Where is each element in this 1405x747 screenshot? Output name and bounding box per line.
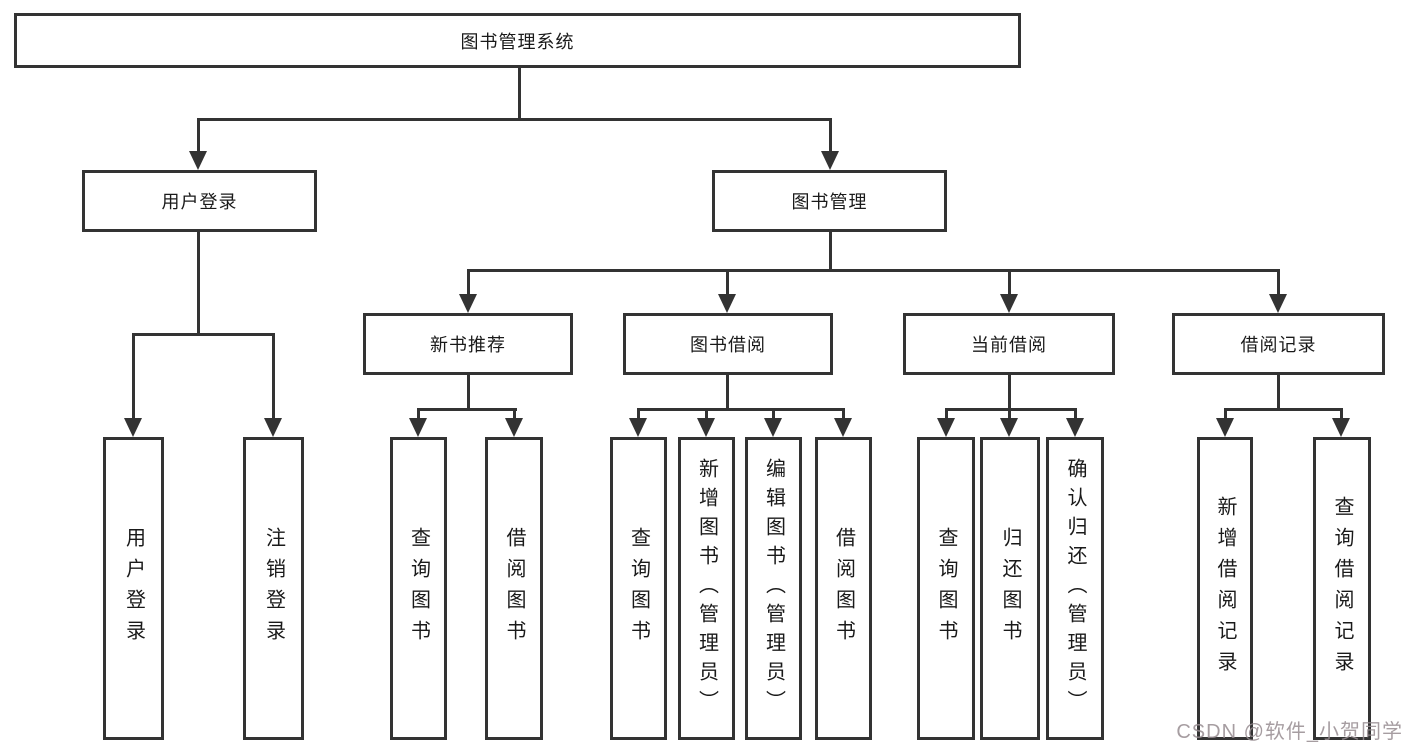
node-logout: 注销登录 <box>243 437 304 740</box>
arrowhead-icon <box>1269 294 1287 313</box>
connector <box>197 120 200 153</box>
arrowhead-icon <box>937 418 955 437</box>
connector <box>513 410 516 419</box>
connector <box>272 335 275 418</box>
connector <box>945 410 948 419</box>
connector <box>1340 410 1343 419</box>
connector <box>518 67 521 120</box>
node-label: 新增借阅记录 <box>1214 495 1236 682</box>
connector <box>945 408 1077 411</box>
arrowhead-icon <box>718 294 736 313</box>
arrowhead-icon <box>1000 294 1018 313</box>
node-label: 借阅图书 <box>832 526 855 651</box>
connector <box>1008 374 1011 410</box>
connector <box>1008 410 1011 419</box>
connector <box>197 118 832 121</box>
connector <box>1277 271 1280 295</box>
connector <box>417 408 517 411</box>
connector <box>1224 410 1227 419</box>
node-current-borrowing: 当前借阅 <box>903 313 1115 375</box>
connector <box>467 271 470 295</box>
node-book-borrowing: 图书借阅 <box>623 313 833 375</box>
node-edit-books-admin: 编辑图书（管理员） <box>745 437 802 740</box>
connector <box>772 410 775 419</box>
node-label: 注销登录 <box>262 526 285 651</box>
connector <box>705 410 708 419</box>
connector <box>637 408 845 411</box>
node-book-management-system: 图书管理系统 <box>14 13 1021 68</box>
node-new-book-recommendation: 新书推荐 <box>363 313 573 375</box>
arrowhead-icon <box>1066 418 1084 437</box>
csdn-watermark: CSDN @软件_小贺同学 <box>1176 721 1403 743</box>
node-label: 用户登录 <box>161 192 238 212</box>
node-label: 当前借阅 <box>971 335 1047 355</box>
node-label: 借阅记录 <box>1240 335 1317 355</box>
arrowhead-icon <box>409 418 427 437</box>
node-label: 图书管理系统 <box>460 31 575 52</box>
node-label: 图书管理 <box>791 192 868 212</box>
connector <box>467 269 1280 272</box>
connector <box>637 410 640 419</box>
connector <box>726 271 729 295</box>
arrowhead-icon <box>124 418 142 437</box>
node-label: 新书推荐 <box>430 335 506 355</box>
node-label: 新增图书（管理员） <box>695 458 718 719</box>
node-return-books: 归还图书 <box>980 437 1040 740</box>
node-borrowing-query-books: 查询图书 <box>610 437 667 740</box>
node-label: 查询图书 <box>935 526 957 651</box>
node-label: 归还图书 <box>999 526 1021 651</box>
arrowhead-icon <box>264 418 282 437</box>
arrowhead-icon <box>1332 418 1350 437</box>
arrowhead-icon <box>459 294 477 313</box>
node-user-login: 用户登录 <box>82 170 317 232</box>
node-label: 图书借阅 <box>690 335 766 355</box>
connector <box>1277 374 1280 410</box>
node-confirm-return-admin: 确认归还（管理员） <box>1046 437 1104 740</box>
node-recommend-query-books: 查询图书 <box>390 437 447 740</box>
connector <box>1008 271 1011 295</box>
connector <box>197 231 200 335</box>
node-label: 用户登录 <box>122 526 145 651</box>
connector <box>1224 408 1343 411</box>
node-user-login-action: 用户登录 <box>103 437 164 740</box>
connector <box>842 410 845 419</box>
node-add-borrowing-record: 新增借阅记录 <box>1197 437 1253 740</box>
connector <box>829 120 832 153</box>
node-label: 确认归还（管理员） <box>1064 458 1086 719</box>
arrowhead-icon <box>821 151 839 170</box>
node-label: 查询图书 <box>627 526 650 651</box>
node-query-borrowing-record: 查询借阅记录 <box>1313 437 1371 740</box>
connector <box>829 231 832 271</box>
arrowhead-icon <box>505 418 523 437</box>
node-recommend-borrow-books: 借阅图书 <box>485 437 543 740</box>
arrowhead-icon <box>1216 418 1234 437</box>
node-book-management: 图书管理 <box>712 170 947 232</box>
arrowhead-icon <box>834 418 852 437</box>
node-add-books-admin: 新增图书（管理员） <box>678 437 735 740</box>
arrowhead-icon <box>1000 418 1018 437</box>
connector <box>417 410 420 419</box>
node-borrow-books: 借阅图书 <box>815 437 872 740</box>
arrowhead-icon <box>764 418 782 437</box>
node-label: 查询图书 <box>407 526 430 651</box>
node-label: 查询借阅记录 <box>1331 495 1353 682</box>
arrowhead-icon <box>189 151 207 170</box>
connector <box>132 335 135 418</box>
node-current-query-books: 查询图书 <box>917 437 975 740</box>
connector <box>132 333 275 336</box>
node-label: 编辑图书（管理员） <box>762 458 785 719</box>
connector <box>1074 410 1077 419</box>
node-borrowing-records: 借阅记录 <box>1172 313 1385 375</box>
arrowhead-icon <box>629 418 647 437</box>
arrowhead-icon <box>697 418 715 437</box>
connector <box>467 374 470 410</box>
connector <box>726 374 729 410</box>
node-label: 借阅图书 <box>503 526 525 651</box>
